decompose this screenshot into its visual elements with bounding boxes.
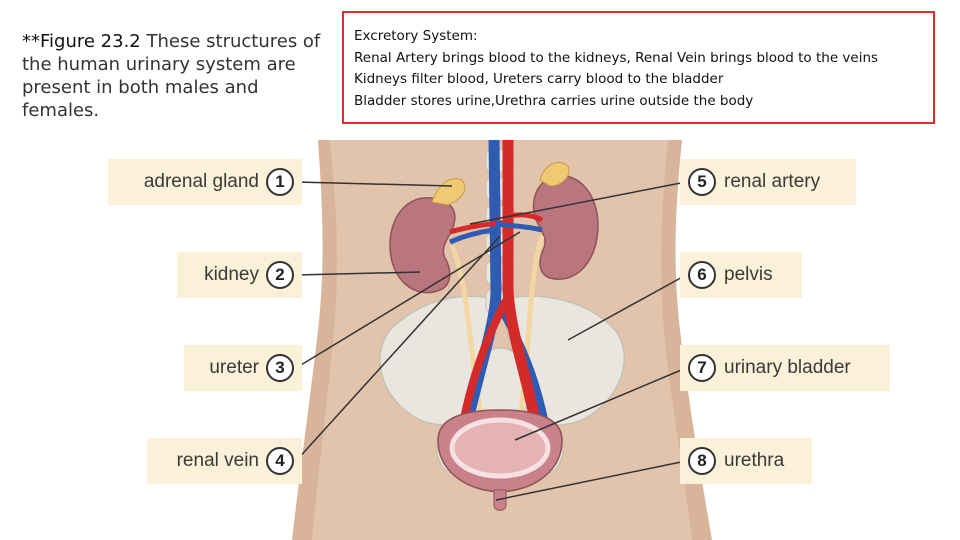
leader-renal-artery xyxy=(469,181,687,225)
label-number-badge: 3 xyxy=(266,354,294,382)
right-adrenal-gland xyxy=(539,162,570,187)
label-text: renal artery xyxy=(724,171,821,192)
notes-line: Excretory System: xyxy=(354,28,478,44)
leader-urethra xyxy=(495,460,687,501)
label-number-badge: 2 xyxy=(266,261,294,289)
label-number-badge: 8 xyxy=(688,447,716,475)
left-adrenal-gland xyxy=(431,178,466,206)
label-number-badge: 5 xyxy=(688,168,716,196)
left-kidney xyxy=(389,197,456,294)
figure-caption: **Figure 23.2 These structures of the hu… xyxy=(22,30,327,122)
label-text: kidney xyxy=(204,264,259,285)
label-text: renal vein xyxy=(176,450,259,471)
notes-box: Excretory System: Renal Artery brings bl… xyxy=(342,11,935,124)
left-ureter xyxy=(449,244,487,431)
notes-line: Renal Artery brings blood to the kidneys… xyxy=(354,49,879,66)
label-number-badge: 7 xyxy=(688,354,716,382)
notes-line: Kidneys filter blood, Ureters carry bloo… xyxy=(354,71,724,87)
renal-vein-right xyxy=(495,221,543,233)
label-renal-artery: 5 renal artery xyxy=(680,159,856,205)
right-ureter xyxy=(515,235,545,431)
label-urethra: 8 urethra xyxy=(680,438,812,484)
label-text: pelvis xyxy=(724,264,773,285)
label-number-badge: 4 xyxy=(266,447,294,475)
label-number-badge: 1 xyxy=(266,168,294,196)
caption-text: These structures of the human urinary sy… xyxy=(22,31,321,121)
label-number-badge: 6 xyxy=(688,261,716,289)
label-ureter: ureter 3 xyxy=(184,345,302,391)
figure-number: **Figure 23.2 xyxy=(22,31,141,52)
renal-vein-left xyxy=(449,227,495,245)
label-adrenal-gland: adrenal gland 1 xyxy=(108,159,302,205)
label-urinary-bladder: 7 urinary bladder xyxy=(680,345,890,391)
label-renal-vein: renal vein 4 xyxy=(147,438,302,484)
notes-line: Bladder stores urine,Urethra carries uri… xyxy=(354,92,754,109)
label-text: urinary bladder xyxy=(724,357,851,378)
leader-urinary-bladder xyxy=(514,367,687,441)
bladder-lining xyxy=(449,417,551,479)
leader-lines xyxy=(295,181,687,501)
leader-kidney xyxy=(295,271,421,276)
label-text: ureter xyxy=(209,357,259,378)
aorta xyxy=(502,140,551,472)
leader-renal-vein xyxy=(295,235,501,462)
label-pelvis: 6 pelvis xyxy=(680,252,802,298)
label-text: adrenal gland xyxy=(143,171,259,192)
leader-adrenal-gland xyxy=(295,181,453,187)
urethra xyxy=(493,489,507,511)
label-kidney: kidney 2 xyxy=(177,252,302,298)
label-text: urethra xyxy=(724,450,785,471)
leader-pelvis xyxy=(567,274,687,341)
